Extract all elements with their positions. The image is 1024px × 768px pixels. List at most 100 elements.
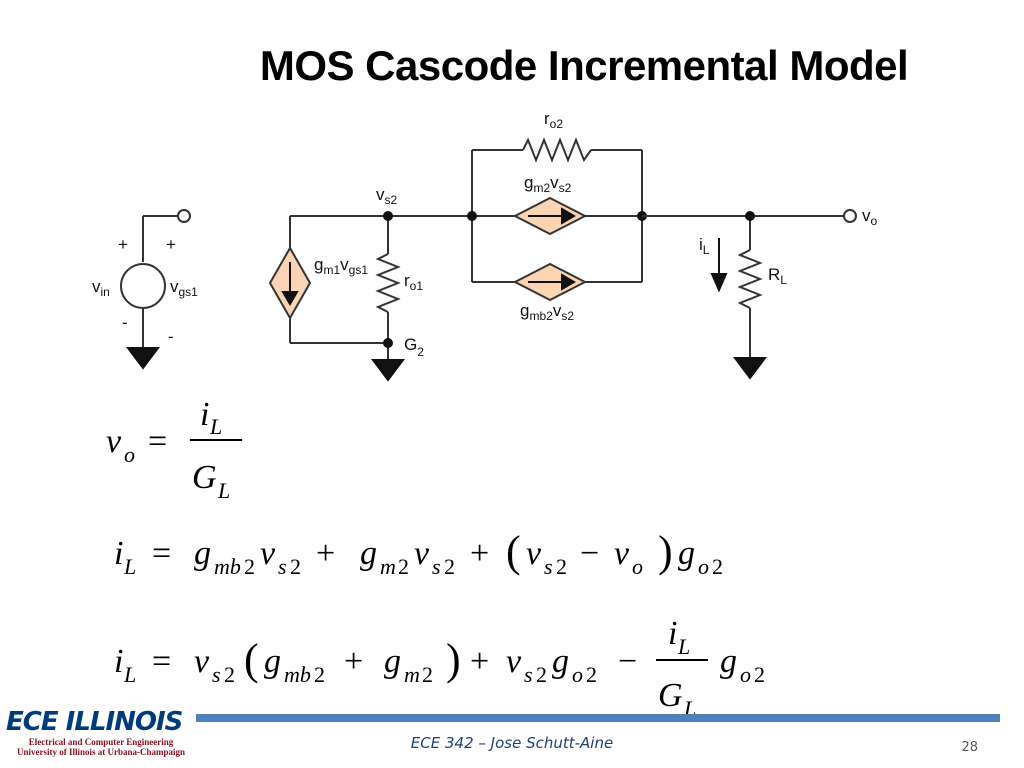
svg-text:g: g <box>384 643 401 680</box>
svg-text:o: o <box>698 554 709 579</box>
svg-text:i: i <box>200 396 209 433</box>
ground-icon <box>733 357 767 380</box>
svg-text:(: ( <box>244 635 259 684</box>
arrow-right-icon <box>561 207 576 225</box>
equation-2: i L = g mb 2 v s 2 + g m 2 v s 2 + ( v s… <box>114 527 723 579</box>
svg-text:i: i <box>114 643 123 680</box>
svg-text:−: − <box>618 643 637 680</box>
vs2-label: vs2 <box>376 185 398 207</box>
svg-text:g: g <box>678 535 695 572</box>
svg-text:2: 2 <box>586 662 597 687</box>
svg-text:2: 2 <box>224 662 235 687</box>
svg-text:m: m <box>404 662 420 687</box>
gm1-vgs1-label: gm1vgs1 <box>314 255 368 277</box>
svg-text:s: s <box>212 662 221 687</box>
iL-label: iL <box>699 235 710 257</box>
gm2-vs2-label: gm2vs2 <box>524 173 572 195</box>
plus-sign: + <box>118 235 128 254</box>
resistor-ro2 <box>522 137 592 163</box>
svg-text:s: s <box>432 554 441 579</box>
svg-text:L: L <box>123 662 136 687</box>
svg-text:L: L <box>217 478 230 503</box>
ece-illinois-logo: ECE ILLINOIS Electrical and Computer Eng… <box>6 707 196 757</box>
G2-label: G2 <box>404 335 424 359</box>
vgs1-label: vgs1 <box>170 277 198 299</box>
svg-text:=: = <box>152 535 171 572</box>
node-dot <box>383 211 393 221</box>
svg-text:s: s <box>278 554 287 579</box>
svg-text:g: g <box>264 643 281 680</box>
svg-text:=: = <box>152 643 171 680</box>
svg-text:+: + <box>470 643 489 680</box>
input-source <box>120 209 191 348</box>
svg-text:2: 2 <box>422 662 433 687</box>
resistor-RL <box>737 249 763 309</box>
slide-title: MOS Cascode Incremental Model <box>259 42 909 89</box>
minus-sign: - <box>168 327 174 346</box>
plus-sign: + <box>166 235 176 254</box>
svg-text:mb: mb <box>284 662 311 687</box>
svg-text:g: g <box>552 643 569 680</box>
svg-text:v: v <box>260 535 276 572</box>
svg-text:G: G <box>658 677 683 714</box>
svg-text:+: + <box>344 643 363 680</box>
svg-text:m: m <box>380 554 396 579</box>
svg-text:i: i <box>114 535 123 572</box>
ground-icon <box>126 347 160 370</box>
svg-text:2: 2 <box>754 662 765 687</box>
svg-text:i: i <box>668 615 677 652</box>
svg-text:o: o <box>124 442 135 467</box>
svg-text:2: 2 <box>556 554 567 579</box>
svg-text:2: 2 <box>398 554 409 579</box>
svg-text:2: 2 <box>536 662 547 687</box>
svg-text:v: v <box>194 643 210 680</box>
vin-label: vin <box>92 277 110 299</box>
svg-text:L: L <box>677 634 690 659</box>
svg-text:v: v <box>106 423 122 460</box>
svg-text:g: g <box>194 535 211 572</box>
ground-icon <box>371 359 405 382</box>
node-dot <box>383 338 393 348</box>
svg-text:2: 2 <box>244 554 255 579</box>
svg-text:+: + <box>316 535 335 572</box>
svg-text:g: g <box>360 535 377 572</box>
resistor-ro1 <box>375 253 401 313</box>
svg-text:o: o <box>632 554 643 579</box>
svg-text:v: v <box>614 535 630 572</box>
svg-text:o: o <box>572 662 583 687</box>
node-dot <box>467 211 477 221</box>
svg-text:2: 2 <box>712 554 723 579</box>
ro2-label: ro2 <box>544 109 563 131</box>
svg-text:o: o <box>740 662 751 687</box>
equations: v o = i L G L i L = g mb 2 v s 2 + g m 2… <box>106 396 765 721</box>
svg-text:L: L <box>123 554 136 579</box>
svg-text:): ) <box>658 527 673 576</box>
arrow-down-icon <box>710 273 728 293</box>
svg-text:+: + <box>470 535 489 572</box>
logo-wordmark: ECE ILLINOIS <box>6 707 183 737</box>
svg-text:v: v <box>526 535 542 572</box>
svg-text:(: ( <box>506 527 521 576</box>
output-terminal <box>843 209 857 223</box>
svg-text:2: 2 <box>444 554 455 579</box>
arrow-down-icon <box>281 291 299 306</box>
footer-course-label: ECE 342 – Jose Schutt-Aine <box>410 734 614 752</box>
arrow-right-icon <box>561 273 576 291</box>
svg-text:2: 2 <box>290 554 301 579</box>
svg-text:g: g <box>720 643 737 680</box>
svg-text:mb: mb <box>214 554 241 579</box>
svg-text:−: − <box>580 535 599 572</box>
svg-text:=: = <box>148 423 167 460</box>
svg-text:2: 2 <box>314 662 325 687</box>
gmb2-vs2-label: gmb2vs2 <box>520 301 574 323</box>
svg-text:G: G <box>192 459 217 496</box>
equation-1: v o = i L G L <box>106 396 242 503</box>
svg-text:s: s <box>524 662 533 687</box>
svg-text:): ) <box>446 635 461 684</box>
logo-subtitle-line1: Electrical and Computer Engineering <box>28 737 174 747</box>
vo-label: vo <box>862 206 878 228</box>
footer-divider <box>196 714 1000 722</box>
svg-text:v: v <box>506 643 522 680</box>
logo-subtitle-line2: University of Illinois at Urbana-Champai… <box>16 747 186 757</box>
